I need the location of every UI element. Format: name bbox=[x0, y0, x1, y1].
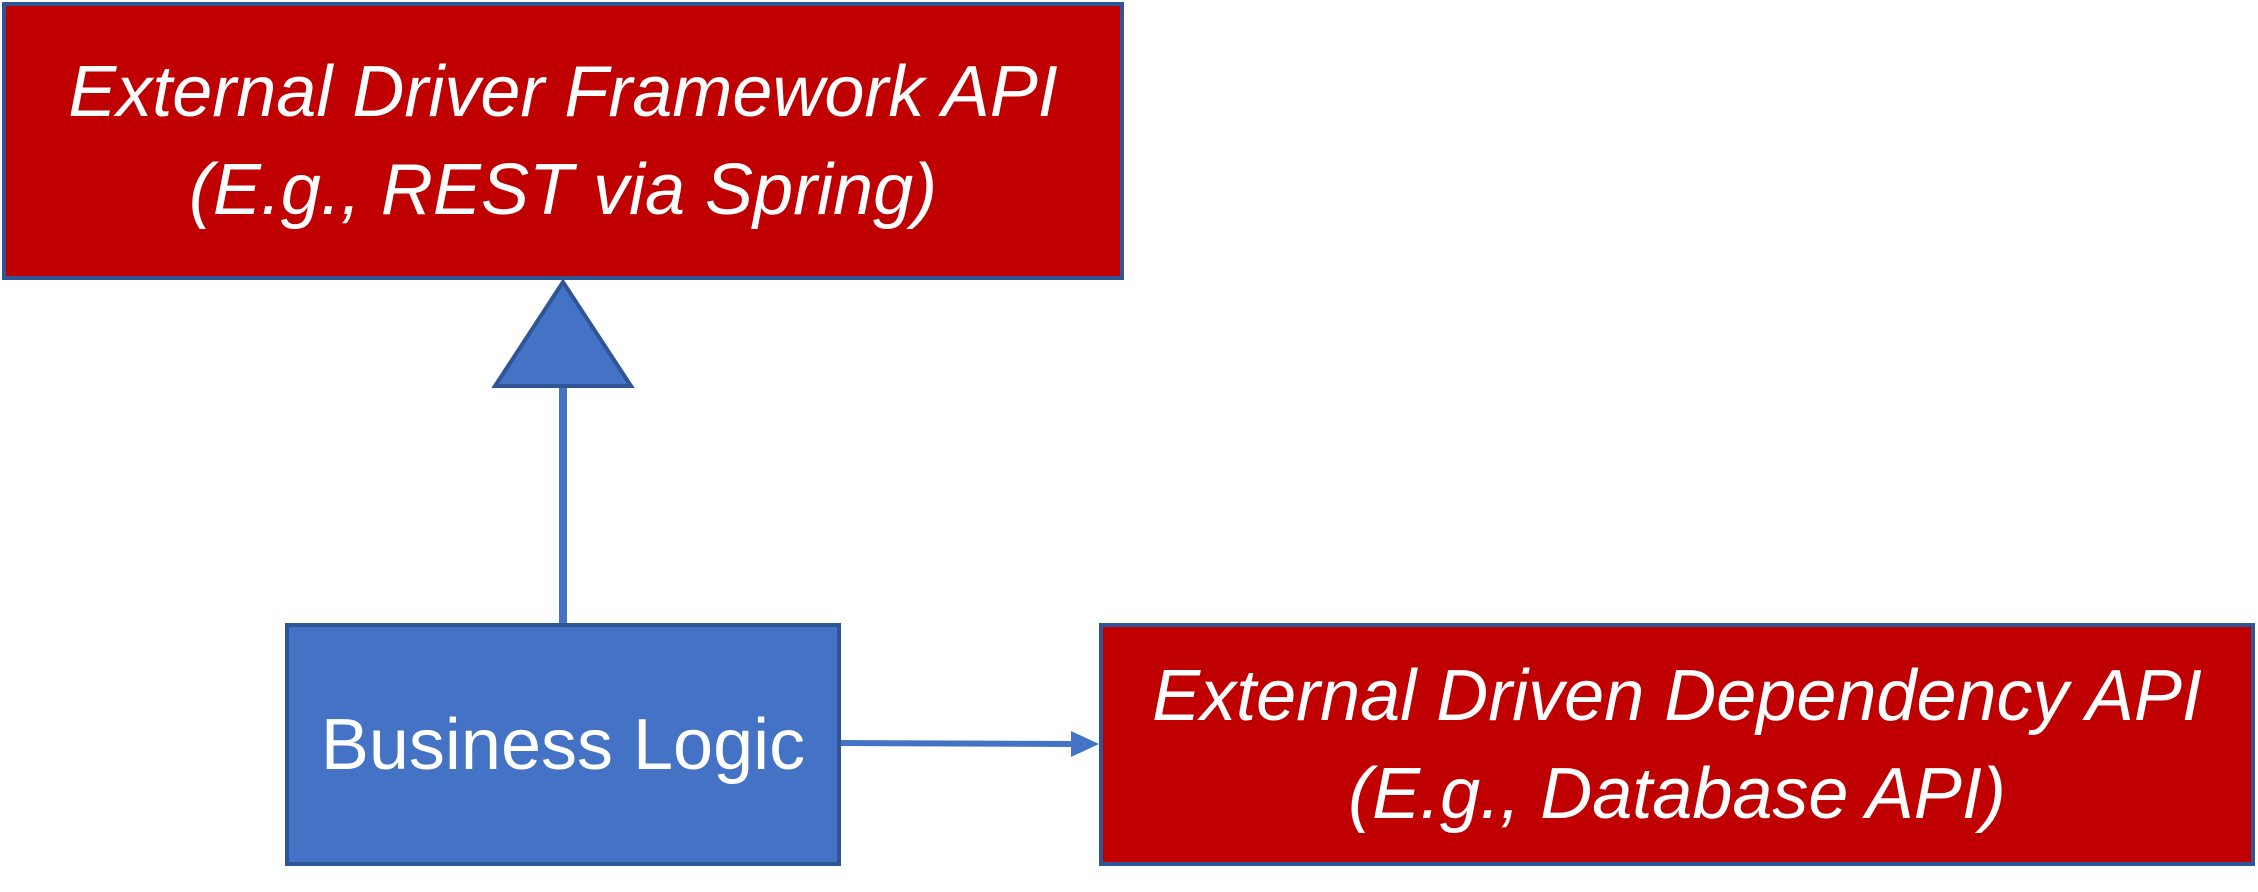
dependency-api-title: External Driven Dependency API bbox=[1152, 655, 2202, 736]
framework-api-example: (E.g., REST via Spring) bbox=[188, 150, 938, 230]
dependency-arrowhead bbox=[1071, 731, 1099, 757]
logic-to-dependency-line bbox=[840, 740, 1076, 747]
framework-api-title: External Driver Framework API bbox=[68, 52, 1058, 132]
dependency-api-example: (E.g., Database API) bbox=[1348, 753, 2006, 834]
external-driven-dependency-api-box: External Driven Dependency API (E.g., Da… bbox=[1099, 623, 2255, 866]
business-logic-box: Business Logic bbox=[285, 623, 841, 866]
external-driver-framework-api-box: External Driver Framework API (E.g., RES… bbox=[2, 2, 1124, 280]
business-logic-label: Business Logic bbox=[320, 704, 806, 785]
hollow-triangle-arrowhead bbox=[491, 278, 635, 388]
